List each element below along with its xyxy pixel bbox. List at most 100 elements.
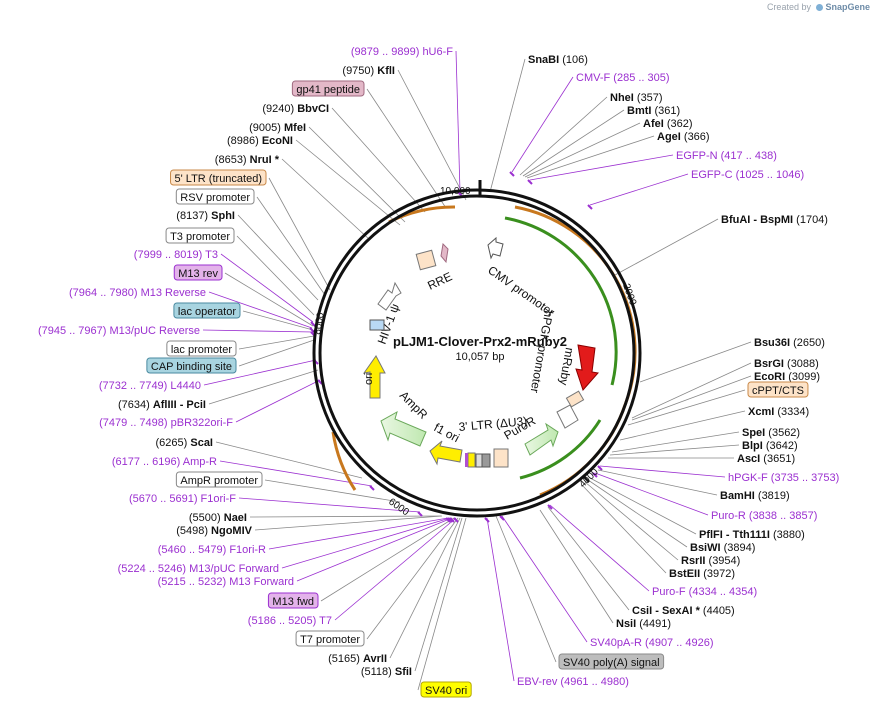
label-bsrgi: BsrGI (3088) xyxy=(754,358,819,370)
leader-m13fwd xyxy=(320,517,455,602)
leader-lacop xyxy=(242,310,314,331)
leader-ltrtrunc xyxy=(268,177,331,291)
label-t7: (5186 .. 5205) T7 xyxy=(248,615,332,627)
label-f1orir: (5460 .. 5479) F1ori-R xyxy=(158,544,266,556)
hiv-psi-arrow xyxy=(377,281,402,311)
label-ampr: (6177 .. 6196) Amp-R xyxy=(112,456,217,468)
label-avrii: (5165) AvrII xyxy=(328,653,387,665)
label-nhei: NheI (357) xyxy=(610,92,663,104)
label-nrui: (8653) NruI * xyxy=(215,154,280,166)
label-box-rsvprom xyxy=(175,188,255,205)
label-csii: CsiI - SexAI * (4405) xyxy=(632,605,735,617)
leader-pflfi xyxy=(589,477,697,535)
label-pflfi: PflFI - Tth111I (3880) xyxy=(699,529,805,541)
label-ecori: EcoRI (3099) xyxy=(754,371,820,383)
leader-lines xyxy=(202,50,752,691)
primer-mark-f1orif xyxy=(417,511,423,517)
label-rsrii: RsrII (3954) xyxy=(681,555,740,567)
label-bmti: BmtI (361) xyxy=(627,105,680,117)
leader-gp41 xyxy=(366,88,447,209)
label-kfli: (9750) KflI xyxy=(342,65,395,77)
leader-sv40par xyxy=(501,515,588,643)
leader-hpgkf xyxy=(599,465,726,478)
label-sv40ori: SV40 ori xyxy=(425,685,467,697)
gray-block-2 xyxy=(475,453,483,468)
ampr-label: AmpR xyxy=(397,388,431,422)
lac-stripe-feature xyxy=(369,319,385,331)
puror-arrow xyxy=(524,422,559,456)
label-box-sv40ori xyxy=(420,681,472,698)
leader-kfli xyxy=(397,69,467,201)
label-box-sv40polya xyxy=(558,653,665,670)
label-bamhi: BamHI (3819) xyxy=(720,490,790,502)
label-box-ampromoter xyxy=(175,471,263,488)
label-l4440: (7732 .. 7749) L4440 xyxy=(99,380,201,392)
label-t3prom: T3 promoter xyxy=(170,231,230,243)
leader-nhei xyxy=(519,96,608,176)
leader-nsii xyxy=(539,509,614,624)
leader-l4440 xyxy=(203,359,317,386)
leader-f1orir xyxy=(268,517,449,550)
label-ampromoter: AmpR promoter xyxy=(180,475,258,487)
leader-bsiwi xyxy=(587,479,688,548)
label-t3: (7999 .. 8019) T3 xyxy=(134,249,218,261)
label-cap: CAP binding site xyxy=(151,361,232,373)
label-cmvf: CMV-F (285 .. 305) xyxy=(576,72,670,84)
label-nsii: NsiI (4491) xyxy=(616,618,671,630)
f1-ori-label: f1 ori xyxy=(432,420,462,445)
leader-hu6f xyxy=(455,50,461,193)
leader-naei xyxy=(249,515,442,518)
primer-mark-m13forward xyxy=(449,517,455,523)
label-puror: Puro-R (3838 .. 3857) xyxy=(711,510,817,522)
arc-left-orange xyxy=(331,431,357,491)
leader-rsvprom xyxy=(256,196,326,296)
label-mfei: (9005) MfeI xyxy=(249,122,306,134)
ampr-arrow xyxy=(380,410,427,447)
label-naei: (5500) NaeI xyxy=(189,512,247,524)
label-bsteii: BstEII (3972) xyxy=(669,568,735,580)
leader-afliii xyxy=(208,369,319,405)
leader-rsrii xyxy=(584,481,679,561)
arc-clover-green xyxy=(504,216,618,386)
label-pbr322: (7479 .. 7498) pBR322ori-F xyxy=(99,417,233,429)
leader-egfpc xyxy=(589,173,689,206)
label-xcmi: XcmI (3334) xyxy=(748,406,809,418)
label-asci: AscI (3651) xyxy=(737,453,795,465)
leader-econi xyxy=(295,139,401,226)
gray-block-1 xyxy=(481,453,491,468)
label-box-m13fwd xyxy=(267,592,319,609)
label-f1orif: (5670 .. 5691) F1ori-F xyxy=(129,493,236,505)
primer-mark-m13reverse xyxy=(309,327,315,333)
leader-bsteii xyxy=(581,484,667,574)
primer-mark-hpgkf xyxy=(597,465,603,471)
leader-ecori xyxy=(631,375,752,421)
leader-bsu36i xyxy=(639,341,752,383)
leader-ngomiv xyxy=(254,515,443,531)
leader-avrii xyxy=(389,517,461,659)
label-sfii: (5118) SfiI xyxy=(361,666,412,678)
label-bbvci: (9240) BbvCI xyxy=(262,103,329,115)
leader-csii xyxy=(547,506,630,611)
label-box-t3prom xyxy=(165,227,235,244)
leader-m13pucfwd xyxy=(281,517,451,569)
leader-snabi xyxy=(489,58,526,193)
primer-mark-m13pucfwd xyxy=(447,517,453,523)
mruby2-label: mRuby xyxy=(556,346,576,386)
outer-labels: SnaBI (106)CMV-F (285 .. 305)NheI (357)B… xyxy=(38,46,839,698)
label-m13fwd: M13 fwd xyxy=(272,596,314,608)
primer-mark-puror xyxy=(592,472,598,478)
leader-m13reverse xyxy=(208,291,313,329)
primer-mark-egfpc xyxy=(587,204,593,210)
primer-mark-ampr xyxy=(369,485,375,491)
primer-mark-cmvf xyxy=(509,171,515,177)
credit-prefix: Created by xyxy=(766,2,811,12)
label-box-m13rev xyxy=(173,264,223,281)
label-box-gp41 xyxy=(291,80,365,97)
label-agei: AgeI (366) xyxy=(657,131,710,143)
label-ebvrev: EBV-rev (4961 .. 4980) xyxy=(517,676,629,688)
leader-xcmi xyxy=(619,410,746,441)
label-sv40par: SV40pA-R (4907 .. 4926) xyxy=(590,637,714,649)
label-afliii: (7634) AflIII - PciI xyxy=(118,399,206,411)
leader-sv40polya xyxy=(495,515,557,663)
